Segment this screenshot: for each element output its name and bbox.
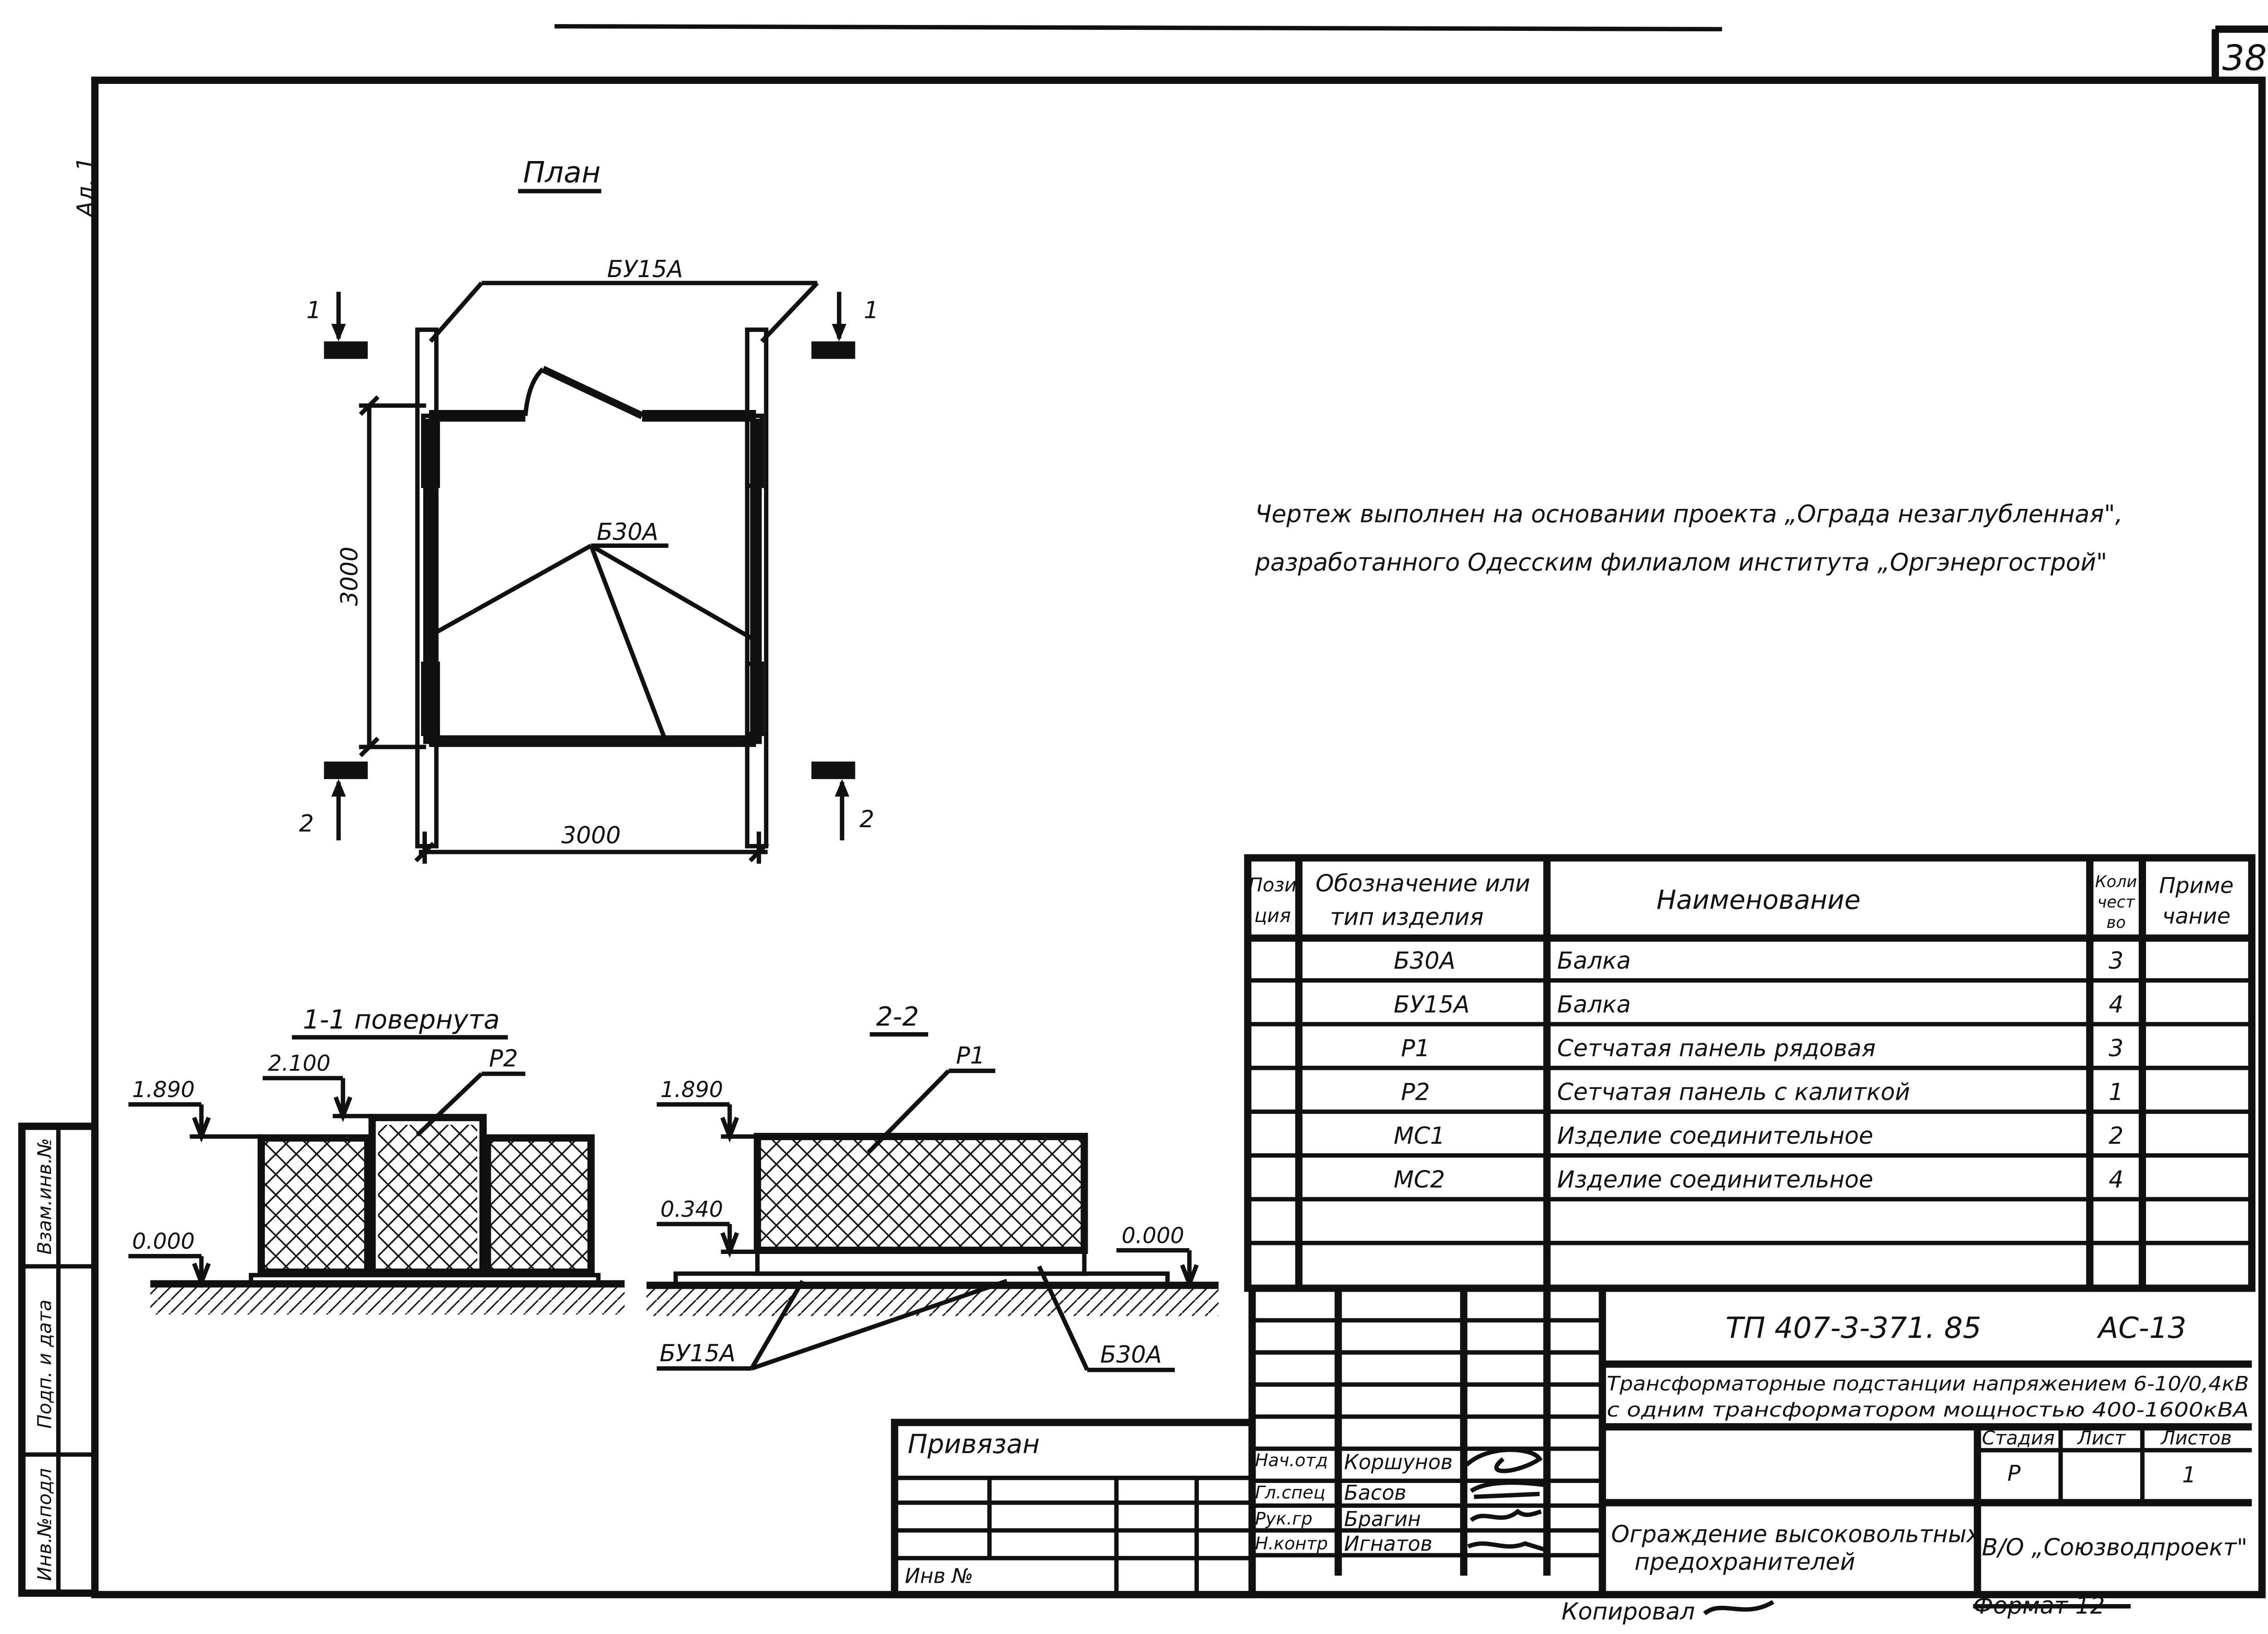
plan-view: План БУ15А Б30А 300 bbox=[299, 156, 879, 864]
name-4: Игнатов bbox=[1344, 1532, 1432, 1556]
inv-label: Инв № bbox=[905, 1564, 973, 1588]
corner-label: Ал. 1 bbox=[72, 156, 99, 219]
section-1-1-level-top: 1.890 bbox=[132, 1077, 195, 1102]
spec-header-code-1: Обозначение или bbox=[1315, 870, 1530, 897]
signature-4 bbox=[1467, 1541, 1545, 1552]
spec-row-2-qty: 4 bbox=[2109, 991, 2124, 1019]
sheet-title-1: Ограждение высоковольтных bbox=[1611, 1521, 1980, 1548]
spec-row-4-name: Сетчатая панель с калиткой bbox=[1557, 1079, 1910, 1106]
project-line-1: Трансформаторные подстанции напряжением … bbox=[1607, 1373, 2249, 1395]
section-2-2-title: 2-2 bbox=[876, 1001, 919, 1032]
note-line-2: разработанного Одесским филиалом институ… bbox=[1255, 548, 2107, 576]
plan-label-b30a: Б30А bbox=[596, 518, 658, 546]
spec-header-pos-1: Пози bbox=[1248, 874, 1296, 896]
name-1: Коршунов bbox=[1344, 1450, 1452, 1474]
sheets-header: Листов bbox=[2160, 1427, 2232, 1449]
spec-row-4-qty: 1 bbox=[2109, 1079, 2124, 1106]
plan-section-1-left: 1 bbox=[306, 297, 321, 324]
table-row: МС2 Изделие соединительное 4 bbox=[1394, 1166, 2124, 1194]
section-1-1-level-ground: 0.000 bbox=[132, 1229, 195, 1254]
strip-replace-label: Взам.инв.№ bbox=[34, 1138, 56, 1254]
section-2-2: 2-2 1.890 0.340 0.000 Р1 БУ15А bbox=[646, 1001, 1219, 1372]
section-1-1-title: 1-1 повернута bbox=[303, 1004, 500, 1035]
privyazan-label: Привязан bbox=[908, 1429, 1040, 1459]
sheet-frame bbox=[91, 24, 2268, 1599]
section-2-2-level-ground: 0.000 bbox=[1122, 1223, 1184, 1249]
spec-row-4-code: Р2 bbox=[1401, 1079, 1430, 1106]
section-2-2-label-b30a: Б30А bbox=[1100, 1341, 1162, 1369]
section-1-1-panel-label: Р2 bbox=[489, 1045, 518, 1073]
spec-header-qty-2: чест bbox=[2097, 893, 2136, 912]
role-4: Н.контр bbox=[1255, 1533, 1328, 1554]
left-approval-strip: Инв.№подл Подп. и дата Взам.инв.№ bbox=[18, 1122, 99, 1597]
spec-row-2-code: БУ15А bbox=[1394, 991, 1470, 1019]
spec-row-5-name: Изделие соединительное bbox=[1557, 1122, 1873, 1150]
role-2: Гл.спец bbox=[1255, 1483, 1325, 1503]
doc-code: ТП 407-3-371. 85 bbox=[1725, 1311, 1981, 1345]
section-2-2-panel-label: Р1 bbox=[956, 1042, 985, 1069]
spec-row-6-code: МС2 bbox=[1394, 1166, 1445, 1194]
section-2-2-level-beam: 0.340 bbox=[660, 1197, 723, 1222]
doc-mark: АС-13 bbox=[2097, 1311, 2186, 1345]
spec-row-3-code: Р1 bbox=[1401, 1035, 1430, 1062]
sheet-number: 38 bbox=[2222, 38, 2267, 78]
plan-section-2-left: 2 bbox=[299, 810, 314, 838]
table-row: Б30А Балка 3 bbox=[1394, 947, 2124, 975]
sheet-header: Лист bbox=[2077, 1427, 2126, 1449]
spec-header-qty-3: во bbox=[2107, 913, 2126, 932]
spec-header-code-2: тип изделия bbox=[1330, 904, 1484, 931]
sheets-value: 1 bbox=[2182, 1462, 2196, 1488]
section-2-2-level-top: 1.890 bbox=[660, 1077, 723, 1102]
spec-row-3-name: Сетчатая панель рядовая bbox=[1557, 1035, 1876, 1062]
plan-title: План bbox=[523, 156, 601, 190]
sheet-title-2: предохранителей bbox=[1634, 1548, 1855, 1575]
copied-by: Копировал bbox=[1562, 1598, 1695, 1625]
signature-1 bbox=[1465, 1448, 1543, 1473]
spec-row-5-qty: 2 bbox=[2109, 1122, 2124, 1150]
spec-row-2-name: Балка bbox=[1557, 991, 1631, 1019]
specification-table: Пози ция Обозначение или тип изделия Наи… bbox=[1244, 854, 2256, 1292]
plan-section-1-right: 1 bbox=[864, 297, 879, 324]
organization: В/О „Союзводпроект" bbox=[1982, 1534, 2248, 1561]
strip-inv-label: Инв.№подл bbox=[34, 1468, 56, 1581]
plan-label-bu15a: БУ15А bbox=[607, 256, 683, 283]
name-2: Басов bbox=[1344, 1481, 1406, 1505]
signature-2 bbox=[1470, 1480, 1547, 1499]
spec-header-note-1: Приме bbox=[2159, 873, 2234, 898]
table-row: Р1 Сетчатая панель рядовая 3 bbox=[1401, 1035, 2124, 1062]
stage-header: Стадия bbox=[1982, 1427, 2054, 1449]
strip-sign-label: Подп. и дата bbox=[34, 1299, 56, 1429]
spec-header-pos-2: ция bbox=[1254, 904, 1291, 927]
section-1-1-level-gate: 2.100 bbox=[268, 1051, 330, 1076]
table-row: Р2 Сетчатая панель с калиткой 1 bbox=[1401, 1079, 2124, 1106]
note-line-1: Чертеж выполнен на основании проекта „Ог… bbox=[1255, 500, 2123, 528]
spec-row-3-qty: 3 bbox=[2109, 1035, 2124, 1062]
spec-header-note-2: чание bbox=[2162, 903, 2231, 929]
table-row: МС1 Изделие соединительное 2 bbox=[1394, 1122, 2124, 1150]
spec-row-1-code: Б30А bbox=[1394, 947, 1456, 975]
signature-3 bbox=[1470, 1508, 1542, 1522]
spec-row-1-name: Балка bbox=[1557, 947, 1631, 975]
plan-dim-vertical: 3000 bbox=[336, 546, 363, 606]
project-line-2: с одним трансформатором мощностью 400-16… bbox=[1607, 1399, 2249, 1422]
spec-row-6-qty: 4 bbox=[2109, 1166, 2124, 1194]
copied-signature bbox=[1703, 1600, 1774, 1615]
section-2-2-label-bu15a: БУ15А bbox=[660, 1340, 735, 1367]
stage-value: Р bbox=[2007, 1461, 2020, 1486]
section-1-1: 1-1 повернута 1.890 2.100 0.000 Р2 bbox=[128, 1004, 625, 1315]
spec-header-qty-1: Коли bbox=[2095, 873, 2137, 891]
plan-section-2-right: 2 bbox=[860, 806, 875, 833]
table-row: БУ15А Балка 4 bbox=[1394, 991, 2124, 1019]
spec-row-1-qty: 3 bbox=[2109, 947, 2124, 975]
role-3: Рук.гр bbox=[1255, 1509, 1312, 1529]
binding-block: Привязан Инв № bbox=[891, 1419, 1256, 1599]
title-block: ТП 407-3-371. 85 АС-13 Трансформаторные … bbox=[1248, 1288, 2252, 1595]
role-1: Нач.отд bbox=[1255, 1450, 1328, 1471]
spec-row-5-code: МС1 bbox=[1394, 1122, 1445, 1150]
spec-header-name: Наименование bbox=[1657, 884, 1861, 915]
name-3: Брагин bbox=[1344, 1507, 1421, 1531]
spec-row-6-name: Изделие соединительное bbox=[1557, 1166, 1873, 1194]
plan-dim-horizontal: 3000 bbox=[562, 822, 621, 849]
